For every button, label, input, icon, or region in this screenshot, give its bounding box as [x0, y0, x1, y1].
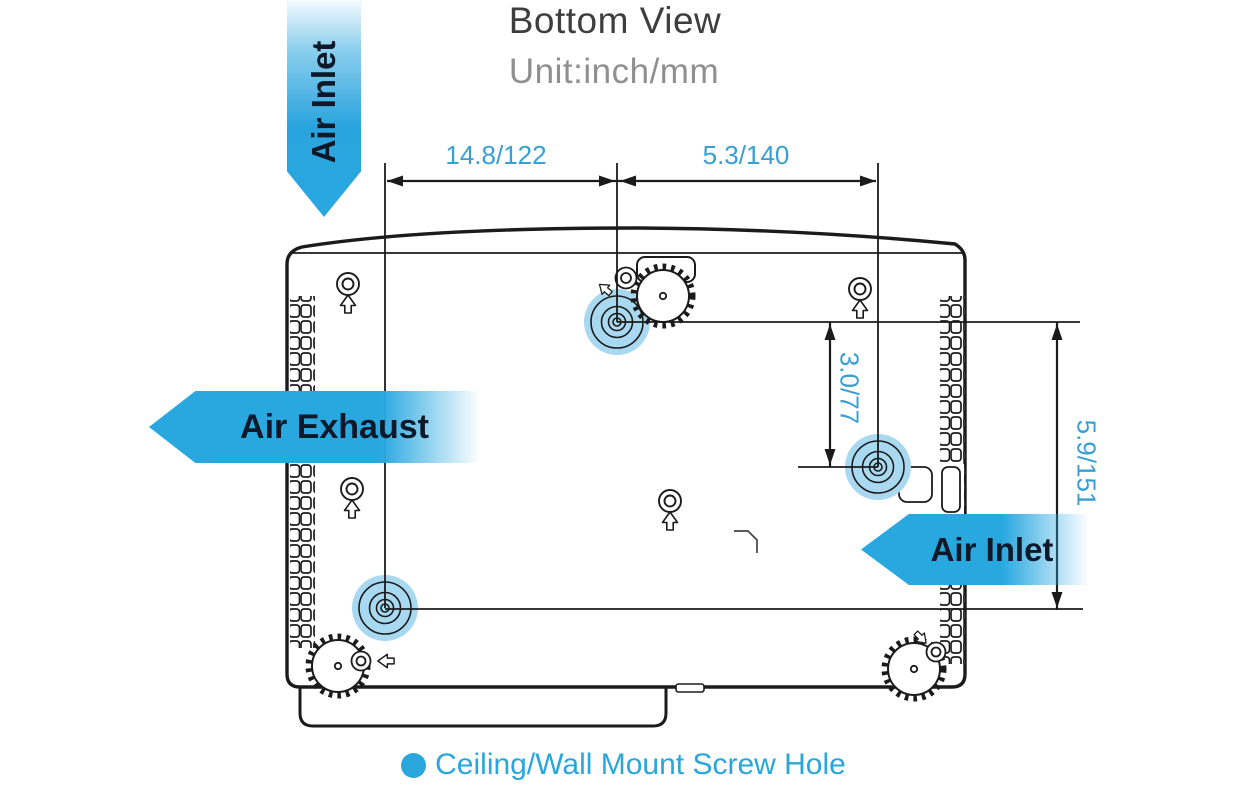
- center-notch-mark: [734, 530, 758, 553]
- gear-foot-bottom-left: [309, 637, 395, 695]
- air-inlet-top-label: Air Inlet: [305, 40, 342, 164]
- page-subtitle: Unit:inch/mm: [508, 52, 720, 91]
- gear-foot-bottom-right: [885, 628, 946, 698]
- tall-vent-slot: [941, 466, 961, 513]
- legend: Ceiling/Wall Mount Screw Hole: [0, 748, 1247, 782]
- air-inlet-right-label: Air Inlet: [930, 530, 1054, 568]
- screw-hole-dot-icon: [401, 752, 427, 778]
- vent-grille-left: [290, 296, 315, 648]
- gear-foot-top-center: [594, 256, 696, 325]
- bottom-edge-tab: [675, 683, 705, 693]
- bottom-tray: [298, 688, 668, 728]
- legend-label: Ceiling/Wall Mount Screw Hole: [435, 748, 846, 781]
- air-exhaust-label: Air Exhaust: [240, 407, 429, 446]
- dimension-top-right: 5.3/140: [702, 140, 790, 170]
- air-exhaust-arrow: Air Exhaust: [149, 391, 480, 463]
- projector-body-outline: [285, 226, 967, 689]
- air-inlet-top-arrow: Air Inlet: [287, 0, 361, 217]
- dimension-outer-vertical: 5.9/151: [1071, 419, 1102, 507]
- dimension-inner-vertical: 3.0/77: [834, 351, 865, 425]
- air-inlet-right-arrow: Air Inlet: [861, 514, 1089, 585]
- page-title: Bottom View: [508, 0, 722, 41]
- dimension-top-left: 14.8/122: [445, 140, 547, 170]
